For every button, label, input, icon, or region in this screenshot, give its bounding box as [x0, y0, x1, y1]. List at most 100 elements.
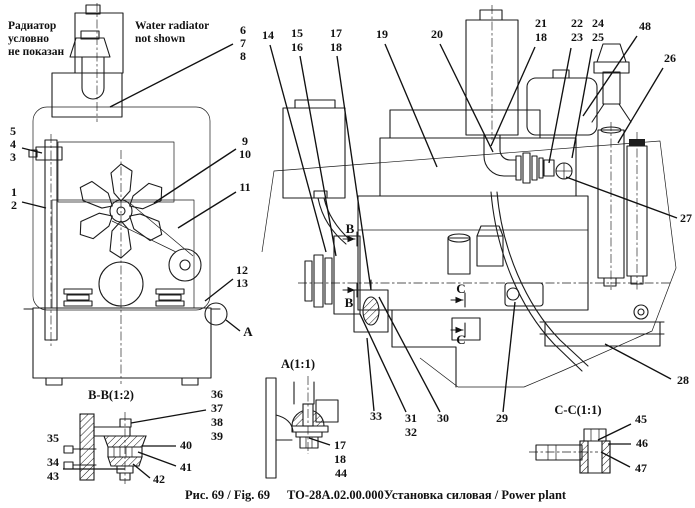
leader-line: [269, 44, 327, 253]
leader-line: [366, 337, 375, 412]
callout-37: 37: [211, 401, 223, 415]
note-line: Радиатор: [8, 20, 56, 32]
radiator-support-bar: [28, 134, 63, 346]
radiator-note-en: Water radiator not shown: [135, 20, 209, 45]
callout-17: 17: [334, 438, 346, 452]
base-frame: [23, 307, 221, 386]
engine-upper: [57, 141, 175, 203]
leader-line: [109, 43, 234, 108]
leader-line: [597, 423, 632, 441]
leader-line: [600, 451, 631, 468]
note-line: не показан: [8, 46, 65, 58]
callout-19: 19: [376, 27, 388, 41]
leader-lines: [21, 35, 678, 479]
svg-text:C: C: [456, 332, 465, 347]
leader-line: [502, 301, 516, 413]
callout-21: 21: [535, 16, 547, 30]
leader-line: [153, 148, 237, 204]
leader-line: [204, 278, 234, 302]
callout-31: 31: [405, 411, 417, 425]
leader-line: [132, 463, 151, 479]
callout-35: 35: [47, 431, 59, 445]
crankshaft-pulley-side: [304, 254, 333, 308]
callout-39: 39: [211, 429, 223, 443]
note-line: условно: [8, 33, 49, 45]
section-cc-title: C-C(1:1): [554, 403, 601, 417]
callout-16: 16: [291, 40, 303, 54]
generator-pulley: [168, 248, 202, 282]
rod: [535, 444, 583, 461]
engine-block: [357, 195, 589, 311]
note-line: Water radiator: [135, 20, 209, 32]
cylinder-head: [379, 137, 577, 197]
section-bb-title: B-B(1:2): [88, 388, 134, 402]
callout-2: 2: [11, 198, 17, 212]
radiator-filler-cap: [51, 4, 124, 118]
leader-line: [565, 176, 678, 219]
svg-text:C: C: [456, 281, 465, 296]
callout-25: 25: [592, 30, 604, 44]
leader-line: [21, 201, 47, 209]
callout-22: 22: [571, 16, 583, 30]
section-c-marker-bottom: C: [450, 322, 466, 347]
air-cleaner: [465, 5, 573, 184]
hose: [490, 191, 583, 372]
figure-title: Установка силовая / Power plant: [384, 488, 567, 502]
support-plate: [79, 413, 95, 481]
detail-a-title: А(1:1): [281, 357, 315, 371]
callout-18: 18: [334, 452, 346, 466]
callout-5: 5: [10, 124, 16, 138]
detail-a-letter: A: [243, 324, 253, 339]
svg-text:B: B: [346, 221, 355, 236]
callout-23: 23: [571, 30, 583, 44]
leader-line: [384, 43, 438, 168]
fan-belt: [111, 220, 177, 253]
leader-line: [336, 55, 372, 291]
callout-24: 24: [592, 16, 604, 30]
fuel-filters: [447, 225, 504, 275]
callout-28: 28: [677, 373, 689, 387]
callout-1: 1: [11, 185, 17, 199]
leader-line: [582, 35, 638, 117]
callout-17: 17: [330, 26, 342, 40]
leader-line: [137, 451, 177, 467]
leader-line: [359, 313, 407, 413]
callout-6: 6: [240, 23, 246, 37]
engine-mount-right: [155, 288, 185, 307]
section-b-marker-top: B: [342, 221, 358, 247]
fan-belt: [130, 203, 194, 257]
mount-plate: [265, 377, 277, 479]
detail-a-circle: [204, 302, 228, 326]
callout-11: 11: [239, 180, 250, 194]
callout-12: 12: [236, 263, 248, 277]
callout-44: 44: [335, 466, 347, 480]
callout-15: 15: [291, 26, 303, 40]
callout-47: 47: [635, 461, 647, 475]
callout-18: 18: [330, 40, 342, 54]
generator-pulley-hub: [179, 259, 191, 271]
cooling-fan: [74, 163, 168, 259]
muffler: [526, 43, 632, 136]
detail-a: А(1:1): [265, 357, 339, 479]
callout-42: 42: [153, 472, 165, 486]
callout-9: 9: [242, 134, 248, 148]
leader-line: [308, 437, 331, 446]
section-c-marker-top: C: [450, 281, 466, 308]
callout-45: 45: [635, 412, 647, 426]
callout-20: 20: [431, 27, 443, 41]
callout-32: 32: [405, 425, 417, 439]
frame-rails: [539, 304, 665, 347]
leader-line: [378, 296, 441, 413]
front-cover: [333, 235, 361, 315]
callout-41: 41: [180, 460, 192, 474]
callout-34: 34: [47, 455, 59, 469]
callout-26: 26: [664, 51, 676, 65]
section-cc-detail: C-C(1:1): [529, 403, 611, 474]
leader-line: [604, 343, 672, 380]
callout-29: 29: [496, 411, 508, 425]
leader-line: [617, 67, 664, 144]
callout-48: 48: [639, 19, 651, 33]
callout-38: 38: [211, 415, 223, 429]
